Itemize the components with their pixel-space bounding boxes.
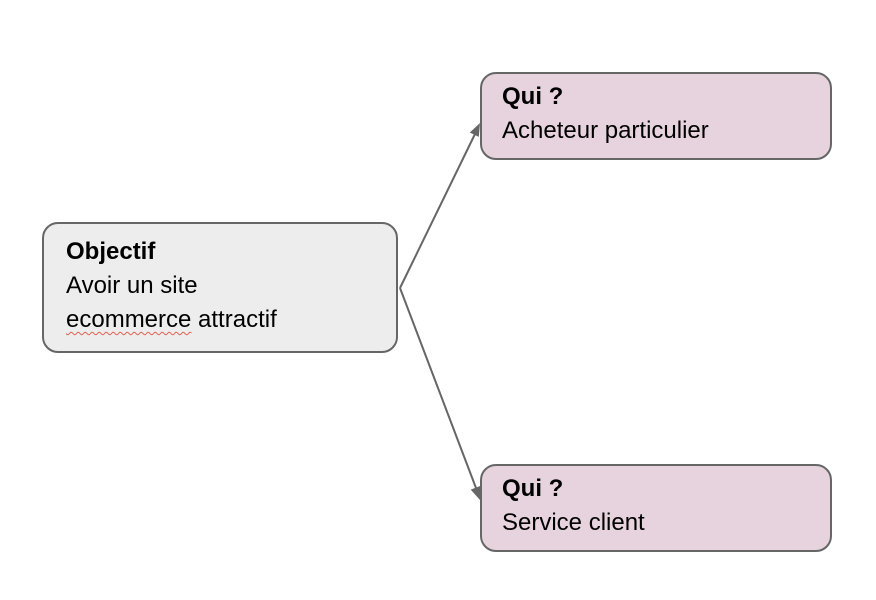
node-objectif-line2: ecommerce attractif xyxy=(66,303,374,337)
node-qui-acheteur-subtitle: Acheteur particulier xyxy=(502,117,709,144)
node-qui-service-title: Qui ? xyxy=(502,475,564,502)
node-qui-acheteur-title: Qui ? xyxy=(502,83,564,110)
misspelled-word: ecommerce xyxy=(66,306,192,333)
arrow-objectif-to-service xyxy=(399,287,481,500)
arrow-objectif-to-acheteur xyxy=(399,123,480,289)
node-qui-service-subtitle: Service client xyxy=(502,509,645,536)
node-objectif[interactable]: Objectif Avoir un site ecommerce attract… xyxy=(42,222,398,353)
node-objectif-line2-rest: attractif xyxy=(191,306,277,333)
node-qui-service[interactable]: Qui ? Service client xyxy=(480,464,832,552)
arrowhead-bottom-icon xyxy=(470,486,481,500)
node-qui-acheteur[interactable]: Qui ? Acheteur particulier xyxy=(480,72,832,160)
node-objectif-title: Objectif xyxy=(66,238,156,265)
arrowhead-top-icon xyxy=(469,123,480,137)
node-objectif-line1: Avoir un site xyxy=(66,272,198,299)
